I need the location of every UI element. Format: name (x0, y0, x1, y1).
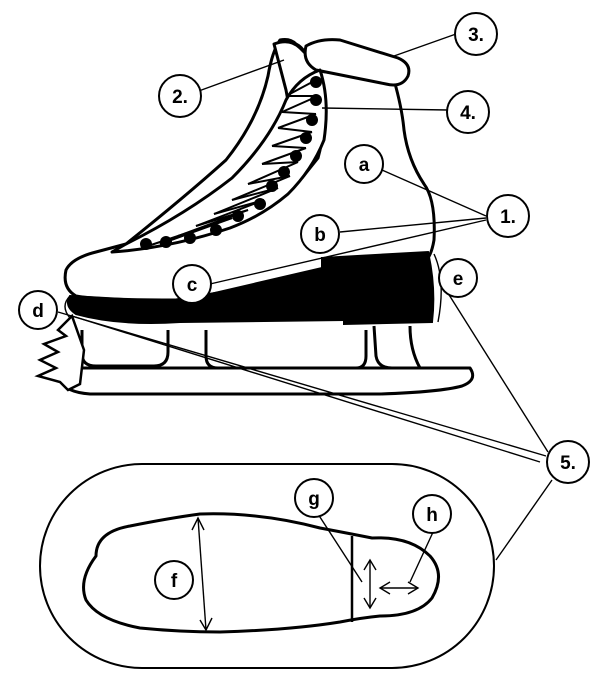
label-g: g (294, 478, 334, 518)
label-2-text: 2. (172, 87, 188, 108)
label-e-text: e (453, 269, 464, 290)
label-g-text: g (308, 489, 320, 510)
label-5: 5. (546, 440, 590, 484)
label-d: d (18, 290, 58, 330)
label-3-text: 3. (468, 25, 484, 46)
length-arrow-h (378, 581, 420, 595)
label-d-text: d (32, 301, 44, 322)
label-2: 2. (158, 74, 202, 118)
eyelets (140, 76, 322, 250)
label-5-text: 5. (560, 453, 576, 474)
insole-section (39, 463, 495, 669)
laces (141, 79, 319, 249)
toe-pick (34, 313, 86, 392)
label-3: 3. (454, 12, 498, 56)
label-b-text: b (314, 225, 326, 246)
label-e: e (438, 258, 478, 298)
width-arrow-g (363, 558, 377, 610)
label-c: c (172, 264, 212, 304)
label-f: f (154, 560, 194, 600)
label-h: h (412, 494, 452, 534)
label-a: a (344, 144, 384, 184)
label-h-text: h (426, 505, 438, 526)
label-b: b (300, 214, 340, 254)
boot (63, 38, 436, 326)
label-c-text: c (187, 275, 198, 296)
width-arrow-f (191, 516, 213, 632)
label-4-text: 4. (460, 103, 476, 124)
label-1: 1. (486, 194, 530, 238)
label-f-text: f (171, 571, 178, 592)
label-4: 4. (446, 90, 490, 134)
blade (60, 325, 475, 396)
label-a-text: a (359, 155, 370, 176)
label-1-text: 1. (500, 207, 516, 228)
leader-lines (57, 33, 553, 583)
